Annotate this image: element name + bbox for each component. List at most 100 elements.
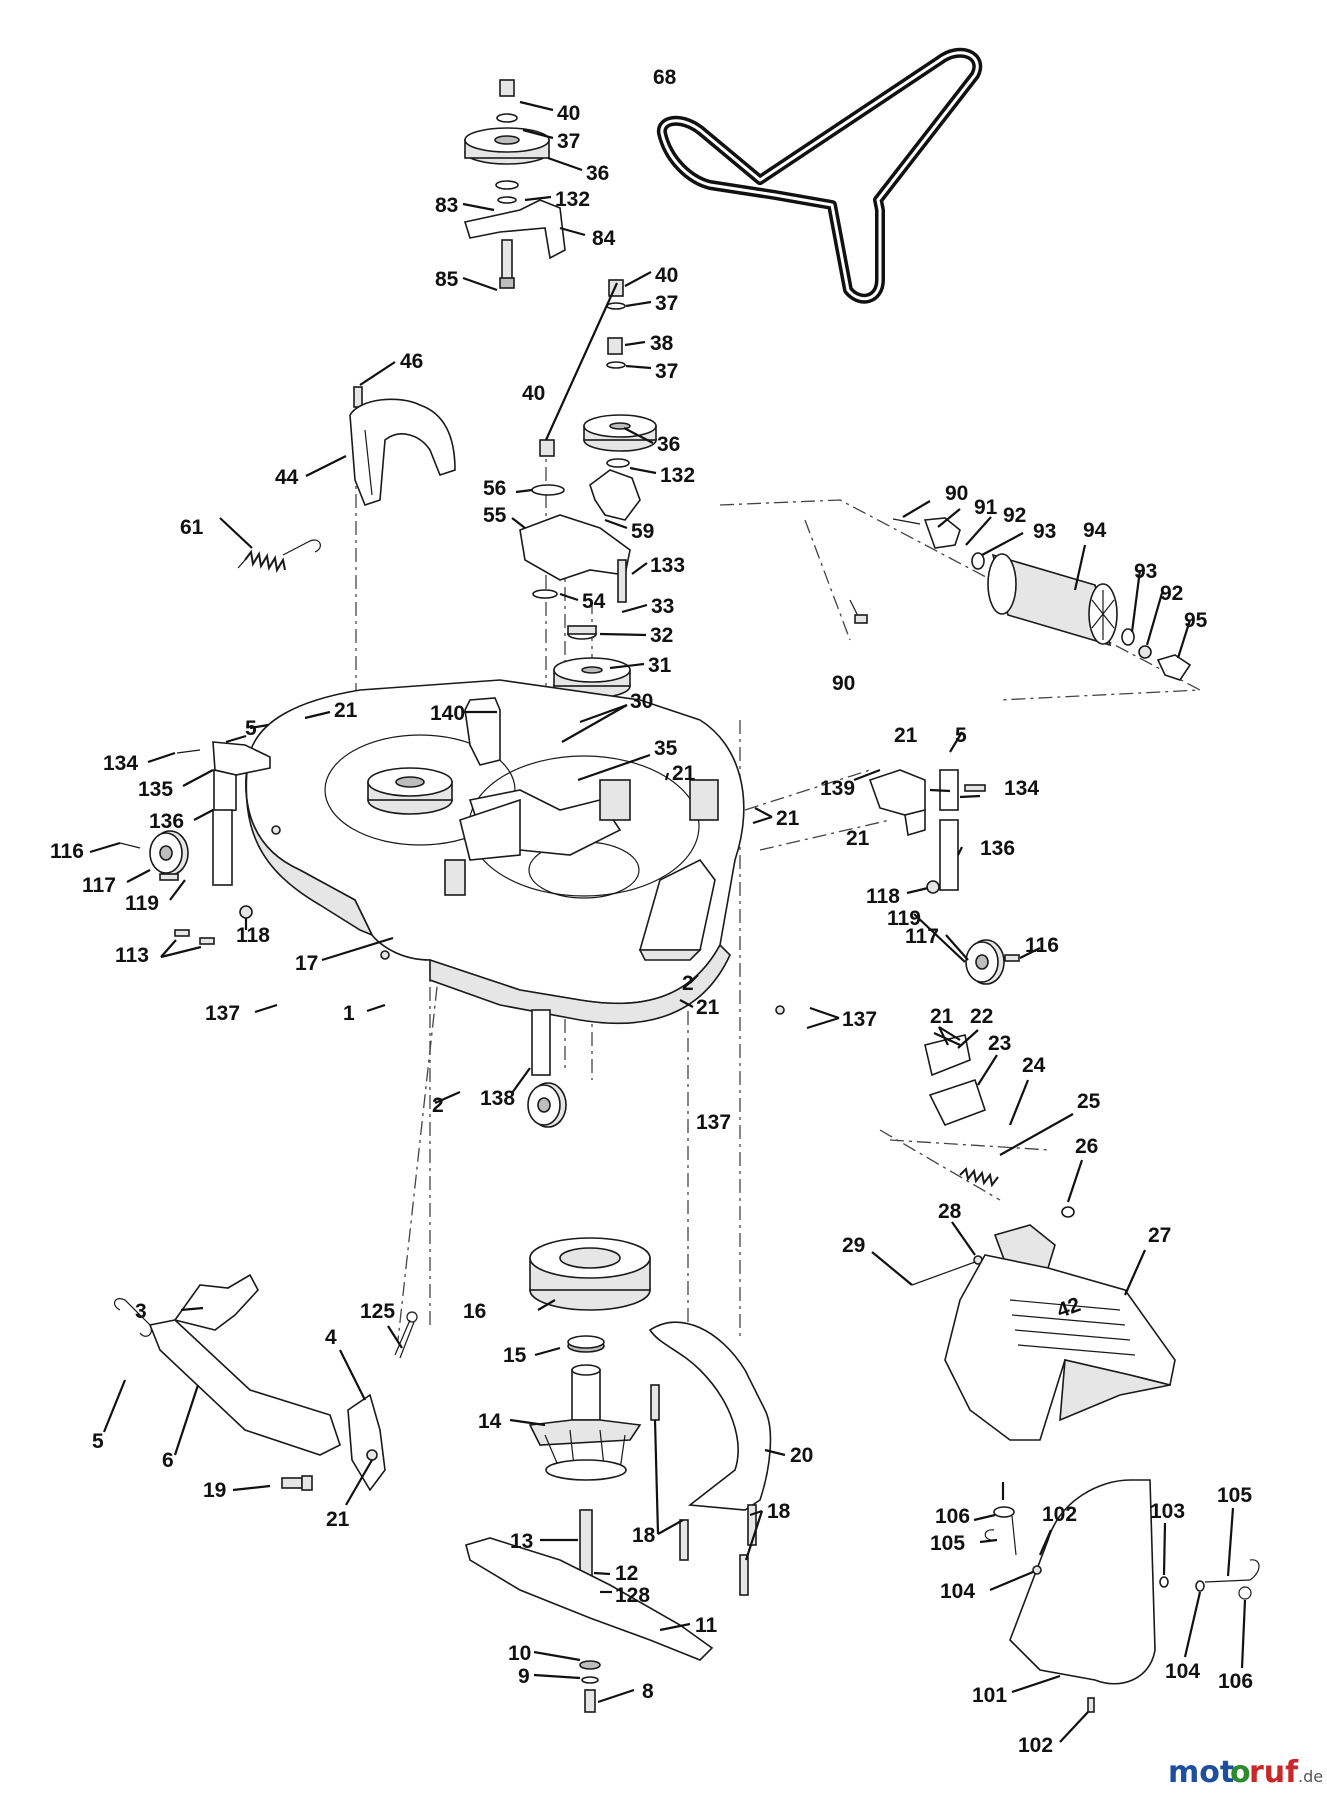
callout-95: 95 (1184, 609, 1208, 632)
callout-4: 4 (325, 1326, 337, 1349)
callout-6: 6 (162, 1449, 174, 1472)
bracket-140 (464, 697, 501, 766)
discharge-chute-assembly: 42 (911, 1034, 1176, 1441)
callout-94: 94 (1083, 519, 1107, 542)
front-wheel-138 (527, 1009, 567, 1128)
callout-102a: 102 (1042, 1503, 1077, 1526)
callout-26: 26 (1075, 1135, 1098, 1158)
idler-pulley-assembly-middle (519, 279, 657, 603)
callout-21g: 21 (930, 1005, 954, 1028)
callout-59: 59 (631, 520, 654, 543)
callout-1: 1 (343, 1002, 355, 1025)
callout-93a: 93 (1033, 520, 1056, 543)
callout-21f: 21 (846, 827, 870, 850)
callout-118b: 118 (866, 885, 900, 908)
callout-21b: 21 (776, 807, 800, 830)
callout-35: 35 (654, 737, 678, 760)
callout-22: 22 (970, 1005, 993, 1028)
callout-5c: 5 (92, 1430, 104, 1453)
callout-90b: 90 (832, 672, 855, 695)
callout-5b: 5 (955, 724, 967, 747)
motoruf-watermark: mot o ruf .de (1168, 1755, 1323, 1790)
callout-61: 61 (180, 516, 204, 539)
callout-92b: 92 (1160, 582, 1183, 605)
callout-85: 85 (435, 268, 459, 291)
callout-3: 3 (135, 1300, 147, 1323)
callout-138: 138 (480, 1087, 515, 1110)
callout-11: 11 (695, 1614, 718, 1637)
callout-21c: 21 (334, 699, 358, 722)
callout-19: 19 (203, 1479, 226, 1502)
callout-104a: 104 (940, 1580, 975, 1603)
callout-83: 83 (435, 194, 458, 217)
baffle-20 (648, 1321, 772, 1596)
callout-55: 55 (483, 504, 507, 527)
watermark-part3: ruf (1249, 1755, 1299, 1790)
callout-125: 125 (360, 1300, 395, 1323)
callout-137a: 137 (205, 1002, 240, 1025)
callout-119a: 119 (125, 892, 159, 915)
callout-21h: 21 (326, 1508, 350, 1531)
callout-117a: 117 (82, 874, 116, 897)
roller-assembly (849, 517, 1192, 681)
callout-37c: 37 (655, 360, 678, 383)
callout-5a: 5 (245, 717, 257, 740)
callout-93b: 93 (1134, 560, 1157, 583)
callout-23: 23 (988, 1032, 1011, 1055)
watermark-part1: mot (1168, 1755, 1234, 1790)
callout-133: 133 (650, 554, 685, 577)
callout-101: 101 (972, 1684, 1007, 1707)
callout-118a: 118 (236, 924, 270, 947)
callout-92a: 92 (1003, 504, 1026, 527)
callout-31: 31 (648, 654, 672, 677)
callout-105b: 105 (1217, 1484, 1252, 1507)
watermark-part2: o (1230, 1755, 1251, 1790)
callout-10: 10 (508, 1642, 531, 1665)
callout-40a: 40 (557, 102, 580, 125)
callout-21a: 21 (672, 762, 696, 785)
callout-40c: 40 (522, 382, 545, 405)
callout-137b: 137 (842, 1008, 877, 1031)
callout-139: 139 (820, 777, 855, 800)
callout-128: 128 (615, 1584, 650, 1607)
callout-44: 44 (275, 466, 299, 489)
idler-pulley-assembly-top (463, 79, 566, 289)
callout-84: 84 (592, 227, 616, 250)
callout-12: 12 (615, 1562, 638, 1585)
callout-134a: 134 (103, 752, 138, 775)
callout-21e: 21 (894, 724, 918, 747)
mulch-cover-assembly (984, 1479, 1260, 1713)
callout-9: 9 (518, 1665, 530, 1688)
callout-labels: 40 37 36 132 83 84 85 40 37 38 37 40 46 … (50, 66, 1253, 1757)
belt-68 (657, 47, 983, 304)
callout-25: 25 (1077, 1090, 1101, 1113)
callout-18a: 18 (632, 1524, 656, 1547)
callout-8: 8 (642, 1680, 654, 1703)
callout-136a: 136 (149, 810, 184, 833)
callout-91: 91 (974, 496, 998, 519)
callout-103: 103 (1150, 1500, 1185, 1523)
callout-105a: 105 (930, 1532, 965, 1555)
callout-32: 32 (650, 624, 673, 647)
callout-132a: 132 (555, 188, 590, 211)
callout-137c: 137 (696, 1111, 731, 1134)
callout-132b: 132 (660, 464, 695, 487)
callout-106b: 106 (1218, 1670, 1253, 1693)
spring-61 (237, 539, 321, 573)
callout-134b: 134 (1004, 777, 1039, 800)
watermark-tld: .de (1298, 1767, 1323, 1786)
callout-14: 14 (478, 1410, 502, 1433)
callout-106a: 106 (935, 1505, 970, 1528)
callout-37b: 37 (655, 292, 678, 315)
belt-guard-44 (349, 386, 456, 506)
callout-37a: 37 (557, 130, 580, 153)
callout-28: 28 (938, 1200, 962, 1223)
callout-18b: 18 (767, 1500, 791, 1523)
mower-deck-1 (245, 679, 785, 1025)
callout-135: 135 (138, 778, 173, 801)
callout-136b: 136 (980, 837, 1015, 860)
callout-117b: 117 (905, 925, 939, 948)
left-wheel-assembly (119, 741, 271, 945)
